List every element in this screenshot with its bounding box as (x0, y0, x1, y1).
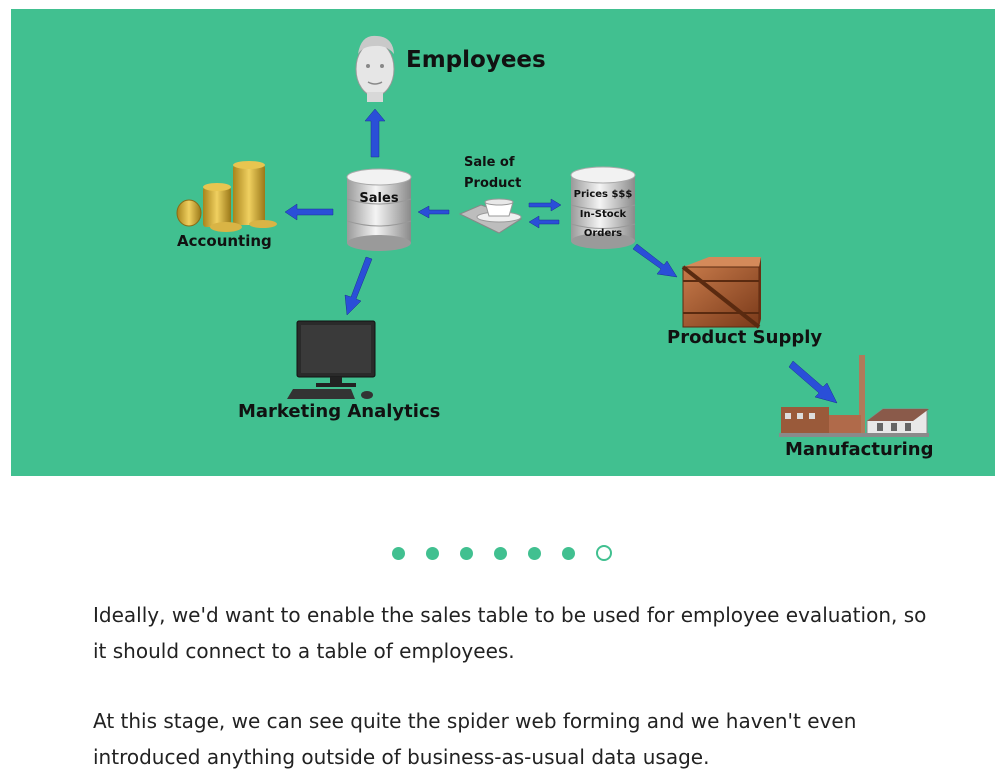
arrow-sales-to-marketing (344, 256, 373, 316)
sale-of-product-label-line1: Sale of (464, 155, 515, 170)
in-stock-db-label: In-Stock (579, 209, 627, 220)
manufacturing-label: Manufacturing (785, 439, 934, 460)
carousel-dot-2[interactable] (426, 546, 439, 560)
arrow-product-to-sales (417, 205, 450, 219)
body-paragraph-1: Ideally, we'd want to enable the sales t… (93, 603, 927, 663)
arrow-sales-to-accounting (284, 203, 334, 221)
prices-database-icon (570, 166, 636, 249)
arrow-supply-to-manufacturing (788, 360, 838, 404)
arrow-prices-to-product (528, 215, 560, 229)
marketing-analytics-label: Marketing Analytics (238, 401, 441, 422)
carousel-dot-3[interactable] (460, 546, 473, 560)
carousel-dot-6[interactable] (562, 546, 575, 560)
carousel-dot-7-active[interactable] (596, 545, 612, 561)
arrow-product-to-prices (528, 198, 562, 212)
carousel-dot-1[interactable] (392, 546, 405, 560)
diagram-arrows (284, 108, 838, 404)
coffee-cup-icon (458, 198, 523, 234)
prices-db-label: Prices $$$ (573, 189, 633, 200)
diagram-canvas (176, 35, 929, 437)
carousel-dot-5[interactable] (528, 546, 541, 560)
carousel-pagination (392, 545, 612, 561)
sales-database-icon (346, 168, 412, 251)
orders-db-label: Orders (583, 228, 623, 239)
coins-icon (176, 161, 277, 232)
carousel-dot-4[interactable] (494, 546, 507, 560)
arrow-sales-to-employees (364, 108, 386, 158)
product-supply-label: Product Supply (667, 327, 823, 348)
wooden-crate-icon (681, 257, 761, 329)
employees-label: Employees (406, 47, 546, 73)
sales-db-label: Sales (359, 191, 399, 206)
body-paragraph-2: At this stage, we can see quite the spid… (93, 709, 857, 769)
factory-icon (779, 355, 929, 437)
arrow-prices-to-supply (632, 243, 678, 278)
sale-of-product-label-line2: Product (464, 176, 522, 191)
accounting-label: Accounting (177, 232, 272, 250)
employee-head-icon (355, 35, 395, 102)
diagram-slide: Employees Sales Sale of Product Prices $… (11, 9, 995, 476)
computer-monitor-icon (287, 320, 376, 399)
